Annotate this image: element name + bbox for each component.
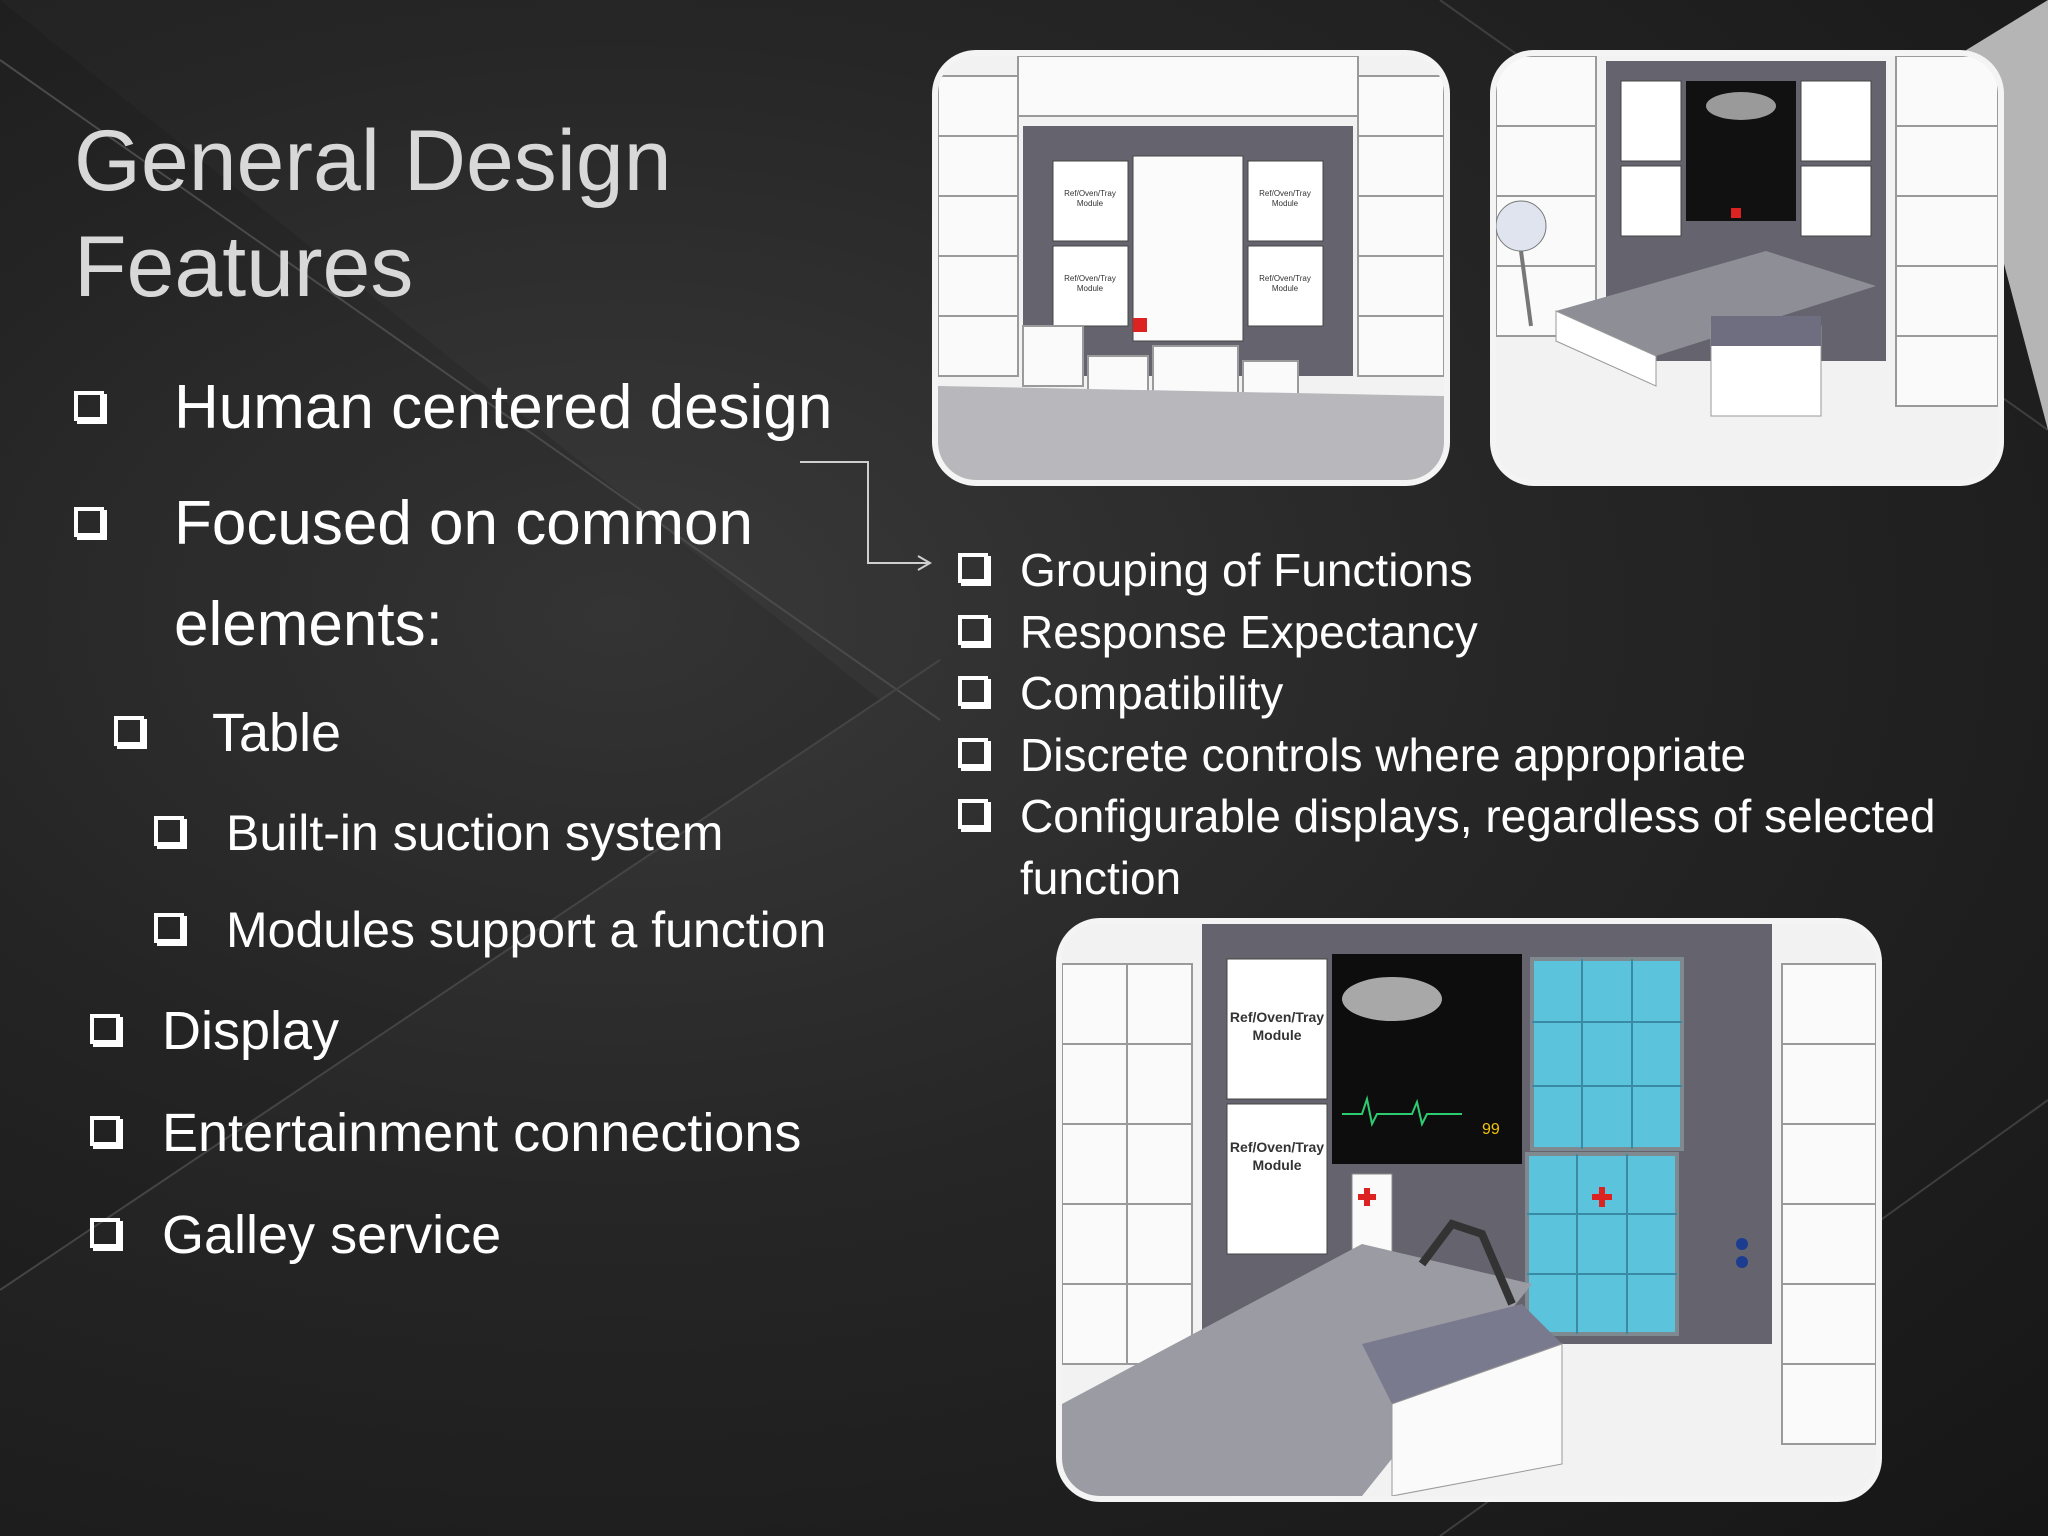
list-item-label: Modules support a function [226, 902, 827, 958]
module-label: Ref/Oven/Tray [1064, 274, 1116, 283]
module-label: Module [1272, 199, 1299, 208]
list-item-compatibility: Compatibility [958, 665, 2048, 721]
module-label: Module [1077, 284, 1104, 293]
monitor-value: 99 [1482, 1121, 1500, 1138]
checkbox-bullet-icon [74, 391, 104, 421]
list-item-label: Display [162, 1001, 340, 1061]
checkbox-bullet-icon [90, 1218, 120, 1248]
list-item-label: Discrete controls where appropriate [1020, 729, 1747, 781]
list-item-label: function [1020, 852, 1182, 904]
checkbox-bullet-icon [74, 507, 104, 537]
list-item-focused-continued: elements: [174, 590, 774, 660]
list-item-label: Human centered design [174, 373, 833, 442]
list-item-entertainment: Entertainment connections [90, 1101, 890, 1165]
list-item-label: Compatibility [1020, 667, 1284, 719]
module-label: Ref/Oven/Tray [1259, 274, 1311, 283]
checkbox-bullet-icon [90, 1116, 120, 1146]
list-item-label: Entertainment connections [162, 1103, 802, 1163]
list-item-label: elements: [174, 590, 443, 659]
list-item-label: Grouping of Functions [1020, 544, 1473, 596]
checkbox-bullet-icon [958, 799, 988, 829]
list-item-modules: Modules support a function [154, 900, 894, 960]
module-label: Ref/Oven/Tray [1230, 1009, 1324, 1025]
list-item-label: Built-in suction system [226, 805, 724, 861]
module-label: Ref/Oven/Tray [1230, 1139, 1324, 1155]
checkbox-bullet-icon [958, 553, 988, 583]
list-item-focused: Focused on common [74, 489, 894, 559]
render-module-wall: Ref/Oven/Tray Module Ref/Oven/Tray Modul… [932, 50, 1450, 486]
checkbox-bullet-icon [958, 738, 988, 768]
module-label: Module [1272, 284, 1299, 293]
list-item-grouping: Grouping of Functions [958, 542, 2048, 598]
module-label: Ref/Oven/Tray [1259, 189, 1311, 198]
module-label: Ref/Oven/Tray [1064, 189, 1116, 198]
list-item-label: Response Expectancy [1020, 606, 1478, 658]
list-item-response: Response Expectancy [958, 604, 2048, 660]
module-label: Module [1077, 199, 1104, 208]
title-line-1: General Design [74, 113, 672, 209]
list-item-display: Display [90, 999, 890, 1063]
list-item-label: Table [212, 703, 342, 763]
checkbox-bullet-icon [90, 1014, 120, 1044]
list-item-configurable: Configurable displays, regardless of sel… [958, 788, 2048, 844]
list-item-table: Table [114, 701, 714, 765]
list-item-label: Focused on common [174, 489, 753, 558]
list-item-discrete: Discrete controls where appropriate [958, 727, 2048, 783]
render-bed-view [1490, 50, 2004, 486]
list-item-human-centered: Human centered design [74, 373, 894, 443]
list-item-label: Configurable displays, regardless of sel… [1020, 790, 1936, 842]
list-item-galley: Galley service [90, 1203, 890, 1267]
module-label: Module [1253, 1157, 1302, 1173]
checkbox-bullet-icon [958, 615, 988, 645]
module-label: Module [1253, 1027, 1302, 1043]
checkbox-bullet-icon [154, 816, 184, 846]
list-item-label: Galley service [162, 1205, 502, 1265]
slide-title: General Design Features [74, 108, 672, 320]
checkbox-bullet-icon [154, 913, 184, 943]
checkbox-bullet-icon [114, 716, 144, 746]
list-item-suction: Built-in suction system [154, 803, 894, 863]
checkbox-bullet-icon [958, 676, 988, 706]
title-line-2: Features [74, 219, 414, 315]
render-detail-view: Ref/Oven/Tray Module Ref/Oven/Tray Modul… [1056, 918, 1882, 1502]
list-item-configurable-continued: function [1020, 850, 2020, 906]
